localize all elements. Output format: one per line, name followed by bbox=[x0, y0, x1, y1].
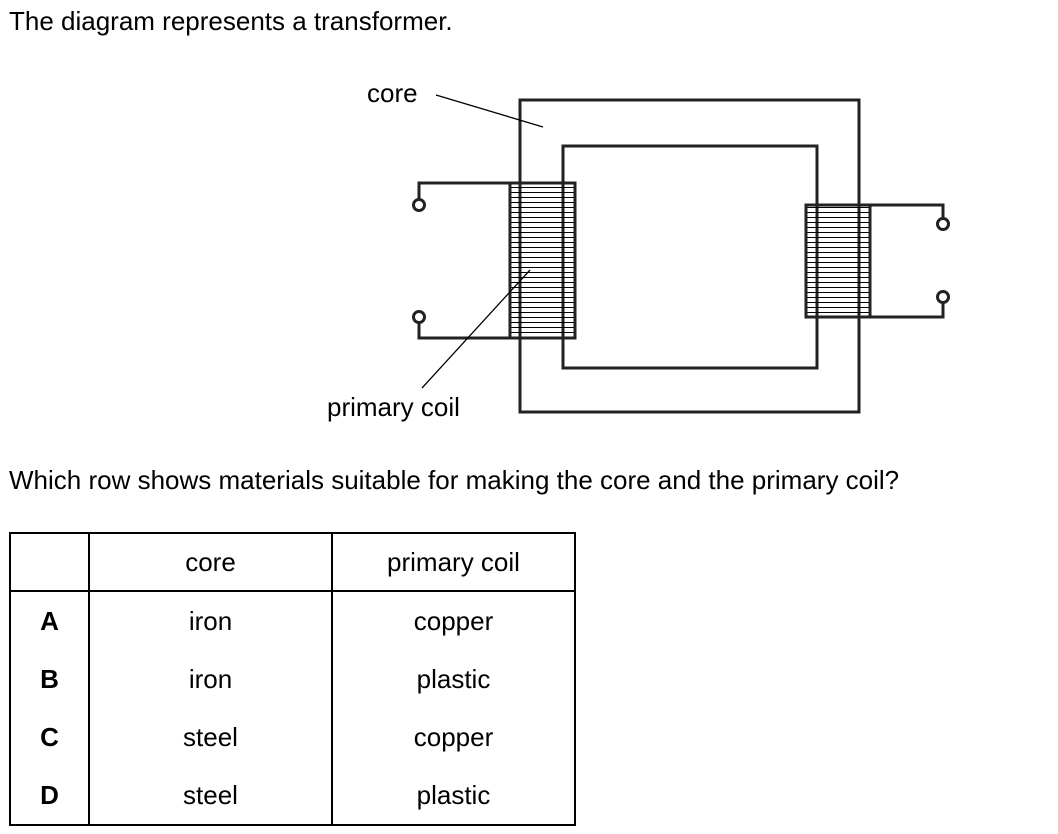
row-letter: C bbox=[9, 708, 90, 766]
question-text: Which row shows materials suitable for m… bbox=[9, 465, 900, 495]
primary-terminal-bottom bbox=[412, 310, 426, 324]
primary-coil-leader-line bbox=[421, 269, 531, 389]
header-core: core bbox=[88, 532, 333, 592]
header-primary-coil: primary coil bbox=[331, 532, 576, 592]
secondary-leads bbox=[870, 203, 945, 319]
table-header-row: core primary coil bbox=[9, 532, 576, 592]
secondary-terminal-bottom bbox=[936, 290, 950, 304]
table-row-d[interactable]: D steel plastic bbox=[9, 766, 576, 826]
row-primary-coil: copper bbox=[331, 591, 576, 650]
table-row-c[interactable]: C steel copper bbox=[9, 708, 576, 766]
secondary-coil bbox=[804, 203, 872, 319]
primary-terminal-top bbox=[412, 198, 426, 212]
row-core: iron bbox=[88, 650, 333, 708]
primary-leads bbox=[417, 181, 510, 340]
row-primary-coil: plastic bbox=[331, 650, 576, 708]
table-row-a[interactable]: A iron copper bbox=[9, 591, 576, 650]
row-core: steel bbox=[88, 766, 333, 826]
core-leader-line bbox=[435, 94, 544, 128]
intro-text: The diagram represents a transformer. bbox=[9, 6, 453, 36]
header-letter bbox=[9, 532, 90, 592]
core-label: core bbox=[367, 78, 418, 108]
transformer-diagram: core primary coil bbox=[327, 78, 950, 422]
row-core: steel bbox=[88, 708, 333, 766]
row-primary-coil: copper bbox=[331, 708, 576, 766]
answer-table: core primary coil A iron copper B iron p… bbox=[9, 532, 576, 826]
primary-coil-label: primary coil bbox=[327, 392, 460, 422]
table-row-b[interactable]: B iron plastic bbox=[9, 650, 576, 708]
row-letter: A bbox=[9, 591, 90, 650]
primary-coil bbox=[508, 181, 577, 340]
row-primary-coil: plastic bbox=[331, 766, 576, 826]
secondary-terminal-top bbox=[936, 217, 950, 231]
row-letter: B bbox=[9, 650, 90, 708]
row-core: iron bbox=[88, 591, 333, 650]
row-letter: D bbox=[9, 766, 90, 826]
